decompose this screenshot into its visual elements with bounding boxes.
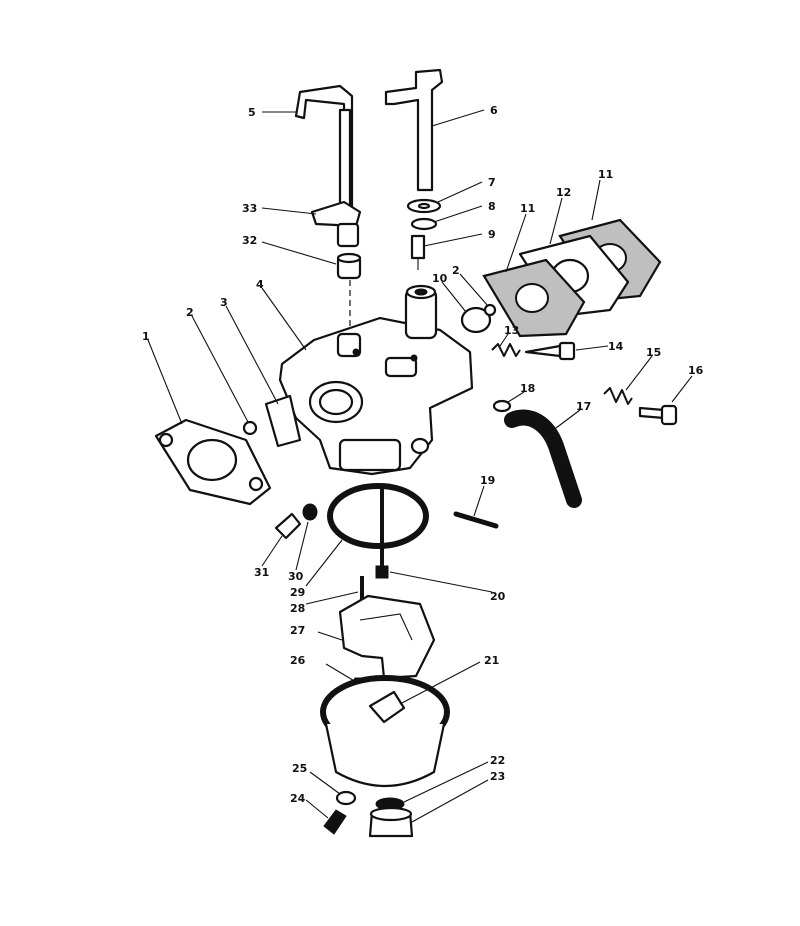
callout-labels: 1 2 3 4 5 6 7 8 9 10 2 11 11 12 13 14 15… xyxy=(142,104,704,805)
callout-14: 14 xyxy=(608,340,624,353)
part-5-throttle-shaft xyxy=(294,84,354,214)
part-4-carburetor-body xyxy=(278,284,474,476)
callout-18: 18 xyxy=(520,382,535,395)
part-15-spring xyxy=(603,387,633,405)
part-21-bowl-baffle xyxy=(368,690,406,724)
part-30-washer xyxy=(302,503,318,521)
callout-17: 17 xyxy=(576,400,591,413)
part-24-screw xyxy=(323,809,347,835)
part-bowl xyxy=(320,675,450,787)
callout-10: 10 xyxy=(432,272,448,285)
part-2-screw-right xyxy=(483,303,497,317)
part-17-fuel-hose xyxy=(504,409,582,508)
part-1-flange-gasket xyxy=(154,418,272,506)
callout-30: 30 xyxy=(288,570,304,583)
callout-6: 6 xyxy=(490,104,498,117)
callout-25: 25 xyxy=(292,762,307,775)
callout-11-rear: 11 xyxy=(598,168,613,181)
callout-23: 23 xyxy=(490,770,505,783)
callout-7: 7 xyxy=(488,176,496,189)
callout-22: 22 xyxy=(490,754,505,767)
callout-16: 16 xyxy=(688,364,704,377)
callout-2-right: 2 xyxy=(452,264,460,277)
part-20-main-jet xyxy=(375,488,389,579)
callout-8: 8 xyxy=(488,200,496,213)
part-31-drain-screw xyxy=(274,512,302,540)
callout-27: 27 xyxy=(290,624,305,637)
callout-24: 24 xyxy=(290,792,306,805)
part-32-bushing xyxy=(336,252,362,280)
callout-9: 9 xyxy=(488,228,496,241)
part-2-screw-left xyxy=(242,420,258,436)
part-29-bowl-gasket xyxy=(327,483,429,549)
part-33-throttle-lever xyxy=(310,200,362,248)
part-7-washer xyxy=(406,198,442,214)
part-16-idle-screw xyxy=(638,404,678,426)
leader-lines xyxy=(147,109,693,823)
callout-32: 32 xyxy=(242,234,257,247)
part-18-clamp xyxy=(492,399,512,413)
callout-26: 26 xyxy=(290,654,306,667)
callout-13: 13 xyxy=(504,324,519,337)
part-13-spring xyxy=(491,343,521,357)
callout-29: 29 xyxy=(290,586,305,599)
callout-33: 33 xyxy=(242,202,257,215)
callout-28: 28 xyxy=(290,602,305,615)
part-25-washer xyxy=(335,790,357,806)
callout-1: 1 xyxy=(142,330,150,343)
callout-11-front: 11 xyxy=(520,202,535,215)
callout-31: 31 xyxy=(254,566,269,579)
part-3-plate xyxy=(264,394,302,448)
callout-5: 5 xyxy=(248,106,256,119)
part-6-choke-shaft xyxy=(384,68,444,192)
callout-4: 4 xyxy=(256,278,264,291)
callout-2-left: 2 xyxy=(186,306,194,319)
part-19-pin xyxy=(453,511,499,529)
callout-3: 3 xyxy=(220,296,228,309)
part-11-gasket-front xyxy=(482,258,586,338)
part-27-float xyxy=(338,594,436,680)
callout-12: 12 xyxy=(556,186,571,199)
part-8-seal xyxy=(410,217,438,231)
callout-19: 19 xyxy=(480,474,495,487)
part-10-plate xyxy=(460,306,492,334)
callout-20: 20 xyxy=(490,590,506,603)
part-14-needle-screw xyxy=(524,341,576,361)
callout-21: 21 xyxy=(484,654,499,667)
callout-15: 15 xyxy=(646,346,661,359)
part-9-spring-pin xyxy=(410,234,426,270)
part-23-bowl-nut xyxy=(368,806,414,838)
